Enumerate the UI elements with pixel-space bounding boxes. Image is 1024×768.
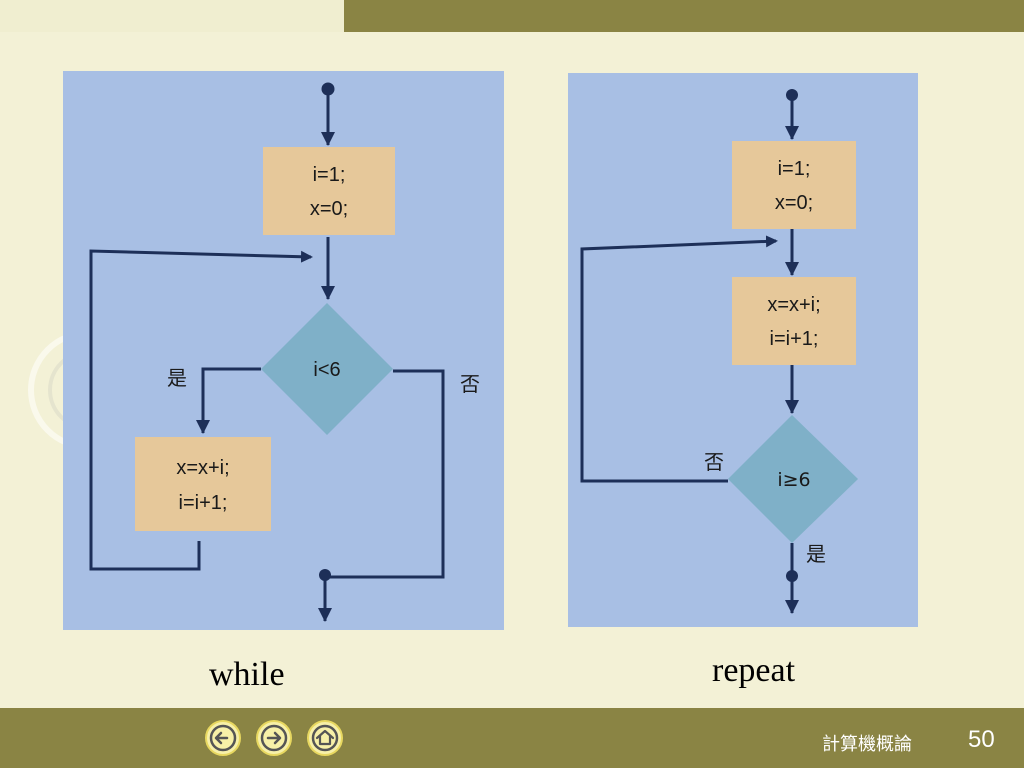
merge-dot (319, 569, 331, 581)
body-box (732, 277, 856, 365)
condition-text: i<6 (313, 359, 340, 381)
body-box (135, 437, 271, 531)
top-bar-left (0, 0, 344, 32)
body-line-1: x=x+i; (176, 457, 229, 479)
no-label: 否 (460, 372, 480, 396)
yes-branch-arrow (196, 367, 261, 434)
footer-title: 計算機概論 (822, 734, 912, 754)
init-box (732, 141, 856, 229)
yes-label: 是 (167, 366, 187, 390)
end-dot (786, 570, 798, 582)
body-line-2: i=i+1; (179, 492, 228, 514)
body-line-2: i=i+1; (770, 328, 819, 350)
condition-text: i≥6 (777, 469, 810, 491)
body-line-1: x=x+i; (767, 294, 820, 316)
condition-diamond (261, 303, 393, 435)
init-line-2: x=0; (310, 198, 348, 220)
no-branch-line (325, 369, 445, 579)
repeat-caption: repeat (712, 652, 796, 689)
arrow-right-icon[interactable] (255, 719, 293, 757)
no-label: 否 (704, 450, 724, 474)
start-dot (786, 89, 798, 101)
init-line-2: x=0; (775, 192, 813, 214)
home-icon[interactable] (306, 719, 344, 757)
loop-back-arrow (89, 249, 313, 571)
init-line-1: i=1; (778, 158, 811, 180)
init-line-1: i=1; (313, 164, 346, 186)
condition-diamond (728, 415, 858, 543)
repeat-flowchart: i=1; x=0; x=x+i; i=i+1; i≥6 否 是 (568, 73, 918, 627)
while-caption: while (209, 656, 285, 693)
loop-back-arrow (580, 235, 778, 483)
while-flowchart: i=1; x=0; i<6 是 否 x=x+i; i=i+1; (63, 71, 504, 630)
init-box (263, 147, 395, 235)
yes-label: 是 (806, 542, 826, 566)
arrow-left-icon[interactable] (204, 719, 242, 757)
bottom-bar (0, 708, 1024, 768)
page-number: 50 (968, 726, 995, 753)
top-bar-right (344, 0, 1024, 32)
